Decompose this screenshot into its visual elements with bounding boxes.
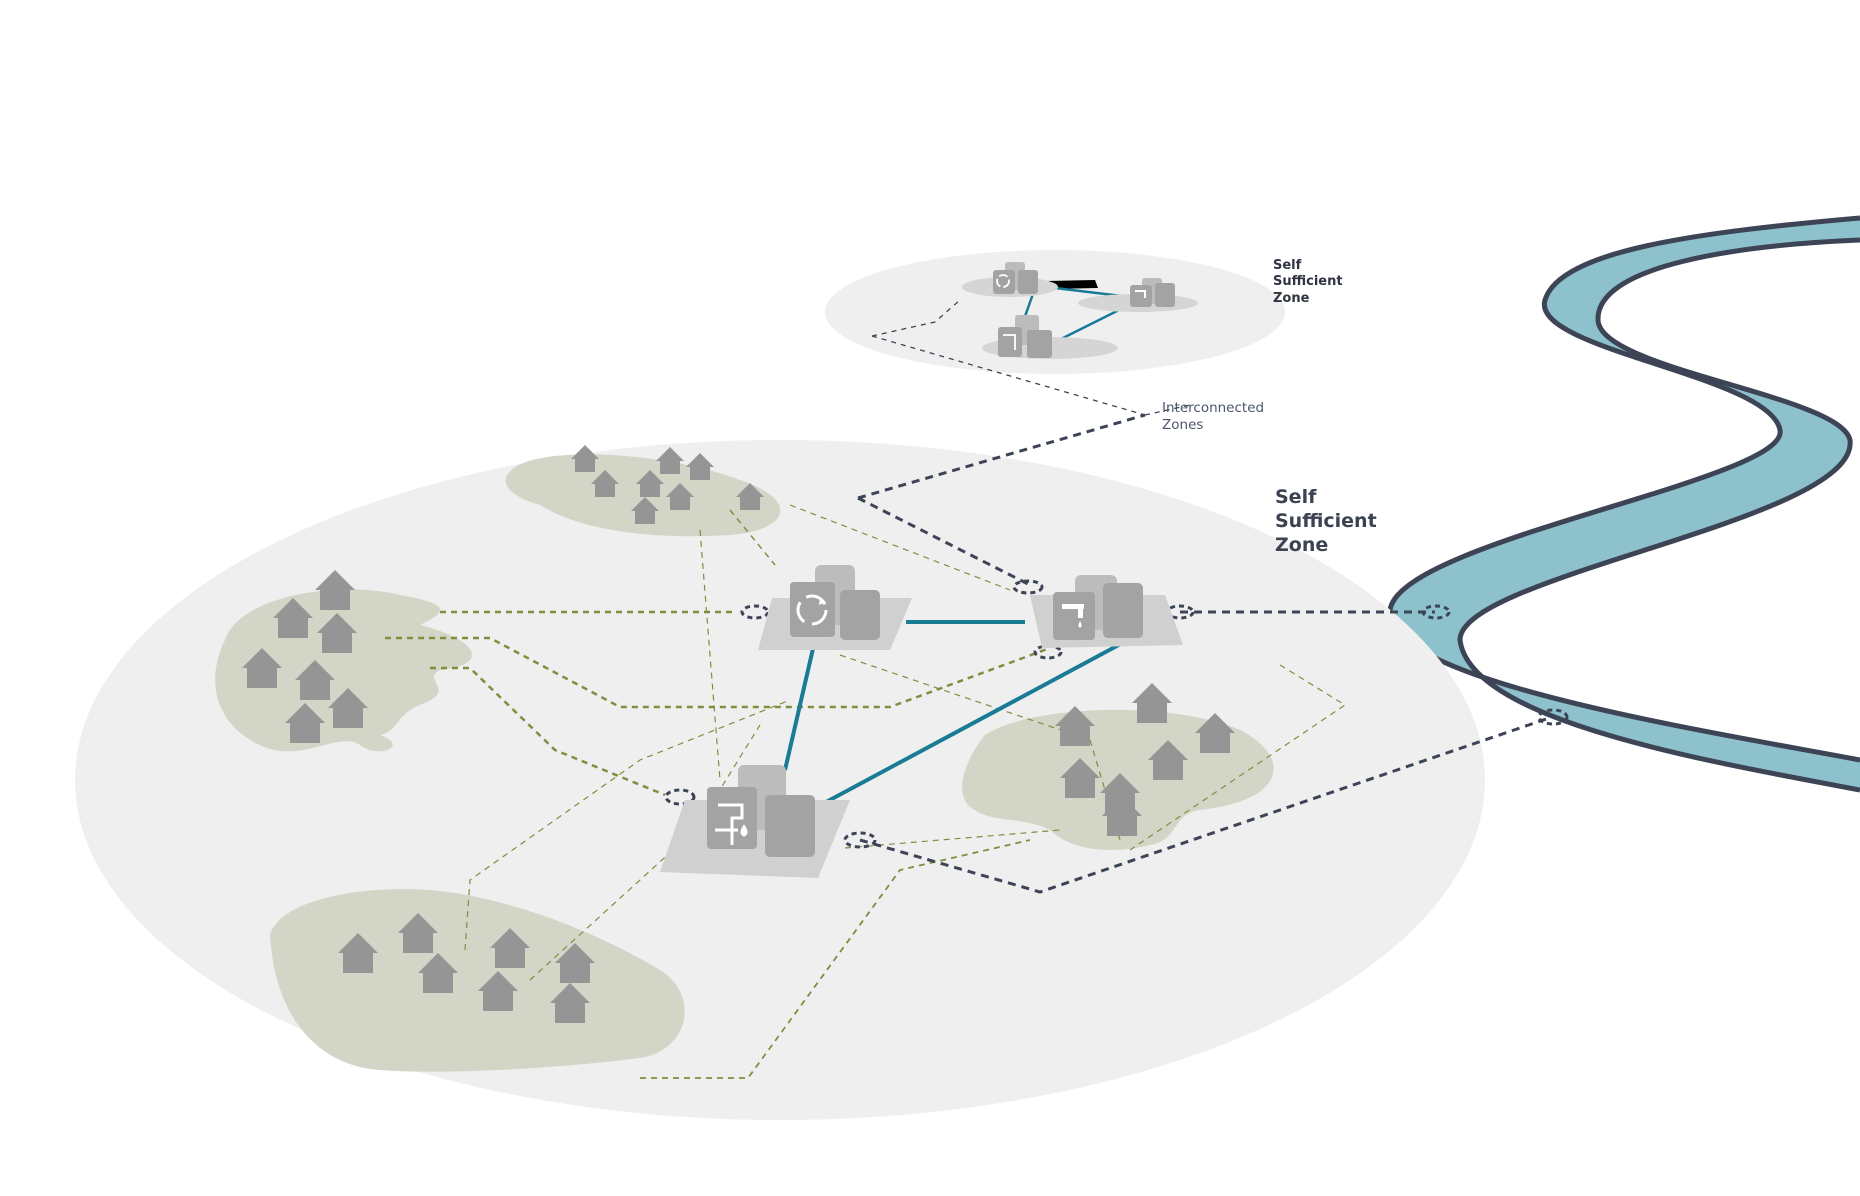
main-zone-label-line: Self [1275,486,1317,508]
water-tap-icon [1062,604,1084,628]
small-zone-network [962,262,1198,359]
small-zone-label-line: Self [1273,258,1302,273]
settlement-south [270,889,685,1072]
main-zone-label-line: Zone [1275,533,1329,556]
water-supply-facility [1030,575,1183,648]
main-network-links [783,620,1129,810]
recycling-facility [758,565,912,650]
settlements [215,454,1274,1072]
connector-rings [664,579,1569,849]
small-zone-label-line: Sufficient [1273,274,1343,290]
water-tap-icon [1135,290,1146,298]
recycle-icon [796,594,828,626]
pipe-valve-icon [1003,334,1016,350]
main-zone-label: Self Sufficient Zone [1275,486,1377,557]
water-treatment-facility [660,765,850,878]
small-zone-label: Self Sufficient Zone [1273,258,1343,307]
small-zone-label-line: Zone [1273,290,1310,306]
interzone-links [857,299,1556,894]
pipe-valve-icon [715,803,748,845]
recycle-icon [996,274,1010,288]
river-bank-left [1387,215,1860,763]
interconnected-label-line: Zones [1162,416,1204,433]
small-zone-area [825,250,1285,374]
interconnected-label-line: Interconnected [1162,400,1265,416]
interconnected-zones-label: Interconnected Zones [1162,400,1264,434]
main-zone-label-line: Sufficient [1275,509,1377,532]
